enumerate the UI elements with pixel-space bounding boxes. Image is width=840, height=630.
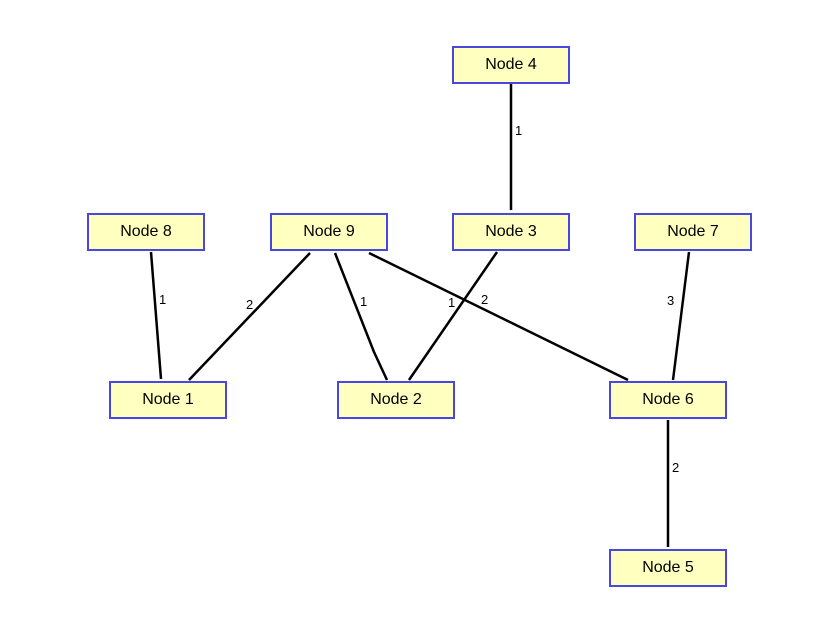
edge-weight-label: 2 xyxy=(481,292,488,307)
edge-node6-node5[interactable]: 2 xyxy=(666,420,679,547)
edge-node7-node6[interactable]: 3 xyxy=(667,251,691,381)
edge-weight-label: 2 xyxy=(672,460,679,475)
edge-line xyxy=(407,251,499,381)
edge-node9-node1[interactable]: 2 xyxy=(188,252,311,381)
node-7[interactable]: Node 7 xyxy=(634,213,752,251)
edge-node8-node1[interactable]: 1 xyxy=(149,251,166,380)
node-4[interactable]: Node 4 xyxy=(452,46,570,84)
node-8[interactable]: Node 8 xyxy=(87,213,205,251)
edge-weight-label: 1 xyxy=(159,292,166,307)
edge-weight-label: 1 xyxy=(360,294,367,309)
edge-line xyxy=(188,252,311,381)
node-5[interactable]: Node 5 xyxy=(609,549,727,587)
edge-line xyxy=(333,252,389,381)
node-9[interactable]: Node 9 xyxy=(270,213,388,251)
edge-weight-label: 1 xyxy=(515,123,522,138)
edge-weight-label: 1 xyxy=(448,295,455,310)
node-2[interactable]: Node 2 xyxy=(337,381,455,419)
edge-line xyxy=(368,251,629,382)
edge-weight-label: 2 xyxy=(246,297,253,312)
edge-weight-label: 3 xyxy=(667,293,674,308)
node-3[interactable]: Node 3 xyxy=(452,213,570,251)
node-1[interactable]: Node 1 xyxy=(109,381,227,419)
edge-node4-node3[interactable]: 1 xyxy=(509,84,522,210)
edge-line xyxy=(149,251,163,380)
edge-node9-node6[interactable]: 2 xyxy=(368,251,629,382)
node-6[interactable]: Node 6 xyxy=(609,381,727,419)
edge-node3-node2[interactable]: 1 xyxy=(407,251,499,381)
edge-line xyxy=(671,251,691,381)
edge-node9-node2[interactable]: 1 xyxy=(333,252,389,381)
